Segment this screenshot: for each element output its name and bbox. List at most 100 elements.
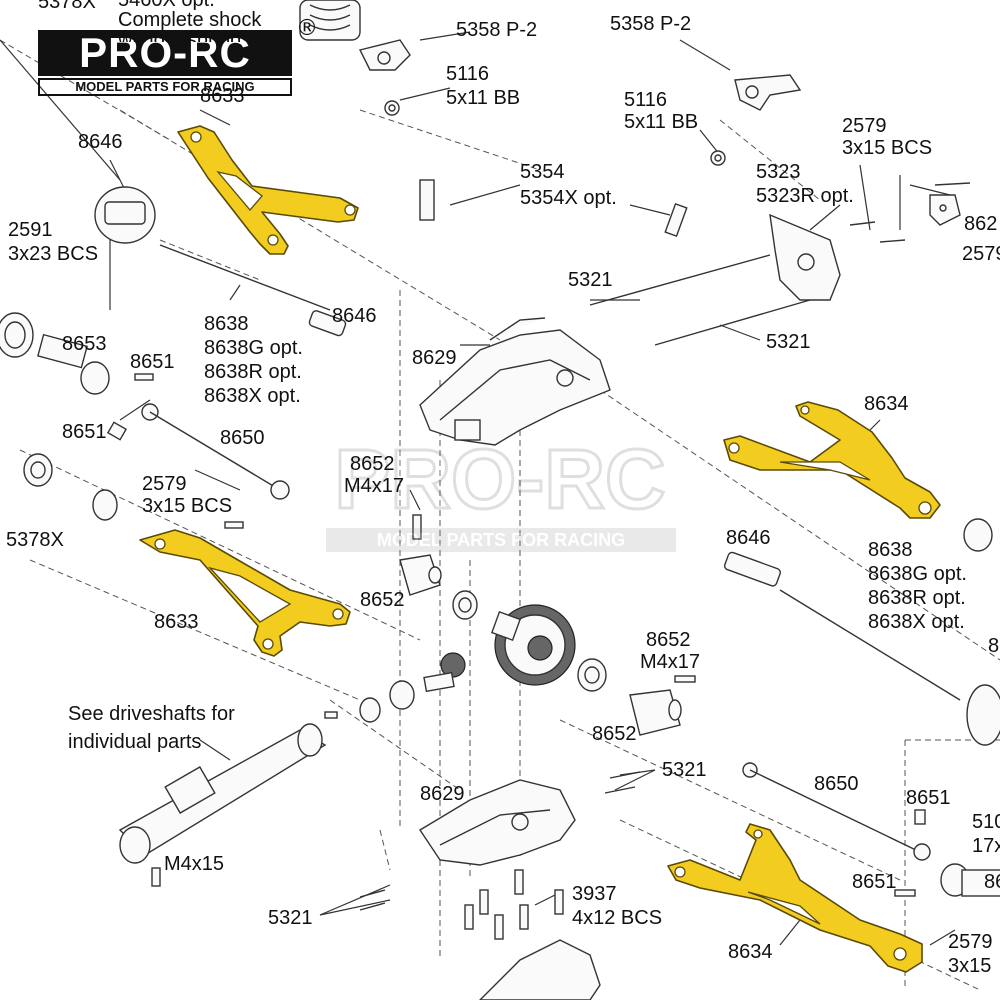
- pin-8652-a: [412, 514, 422, 540]
- label-2591: 2591: [8, 219, 53, 241]
- label-3x15-bcs-top: 3x15 BCS: [842, 137, 933, 159]
- label-3x23-bcs: 3x23 BCS: [8, 243, 99, 265]
- label-86-right: 86: [984, 871, 1000, 893]
- bearing-center-a: [452, 590, 478, 620]
- clip-right-top: [963, 518, 993, 552]
- label-complete-shock: Complete shock: [118, 9, 262, 31]
- label-8638-b: 8638: [868, 539, 913, 561]
- label-leader-lines: [0, 31, 956, 946]
- label-5323r-opt: 5323R opt.: [756, 185, 854, 207]
- label-8652-b: 8652: [360, 589, 405, 611]
- pinion-gear: [359, 652, 466, 723]
- screws-3937: [464, 869, 564, 940]
- bearing-5116-a: [384, 100, 400, 116]
- watermark-subtitle: MODEL PARTS FOR RACING: [326, 528, 676, 552]
- hinge-pins-5321: [589, 254, 811, 346]
- label-without-springs: without springs: [118, 29, 252, 42]
- label-3937: 3937: [572, 883, 617, 905]
- label-5378x-mid: 5378X: [6, 529, 64, 551]
- label-2579-mid: 2579: [142, 473, 187, 495]
- label-m4x17-a: M4x17: [344, 475, 405, 497]
- label-8653: 8653: [62, 333, 107, 355]
- label-5378x-top: 5378X: [38, 0, 96, 13]
- label-8629-a: 8629: [412, 347, 457, 369]
- suspension-arm-upper-left: [177, 125, 359, 255]
- label-5358-p2-b: 5358 P-2: [610, 13, 692, 35]
- label-8629-b: 8629: [420, 783, 465, 805]
- label-8651-a: 8651: [130, 351, 175, 373]
- stub-axle-8653: [0, 312, 154, 441]
- label-8-right: 8: [988, 635, 1000, 657]
- label-8651-b: 8651: [62, 421, 107, 443]
- suspension-arm-upper-right: [723, 401, 941, 519]
- label-8651-d: 8651: [852, 871, 897, 893]
- label-8638r-opt-b: 8638R opt.: [868, 587, 966, 609]
- label-8638: 8638: [204, 313, 249, 335]
- bulkhead-5323: [769, 182, 971, 301]
- outdrive-8652-c: [629, 675, 696, 736]
- label-8634-a: 8634: [864, 393, 909, 415]
- label-8638g-opt-b: 8638G opt.: [868, 563, 967, 585]
- label-8651-c: 8651: [906, 787, 951, 809]
- label-m4x17-b: M4x17: [640, 651, 701, 673]
- label-3x15-bot: 3x15: [948, 955, 992, 977]
- watermark-title: PRO-RC: [333, 432, 667, 526]
- label-5354x-opt: 5354X opt.: [520, 187, 617, 209]
- outdrive-8652-b: [399, 554, 442, 596]
- label-17x-right: 17x: [972, 835, 1000, 857]
- label-5354: 5354: [520, 161, 565, 183]
- label-5116-b: 5116: [624, 89, 668, 111]
- gearbox-8629-top: [419, 317, 611, 446]
- label-5321-d: 5321: [268, 907, 313, 929]
- shock-assembly: [299, 0, 361, 41]
- label-8652-a: 8652: [350, 453, 395, 475]
- cv-driveshaft-8646-b: [723, 551, 1000, 746]
- label-3x15-bcs-mid: 3x15 BCS: [142, 495, 233, 517]
- label-510-right: 510: [972, 811, 1000, 833]
- watermark: PRO-RC MODEL PARTS FOR RACING: [290, 432, 710, 556]
- label-5x11-bb-a: 5x11 BB: [446, 87, 521, 109]
- stub-axle-right: [894, 863, 1000, 897]
- logo-subtitle: MODEL PARTS FOR RACING: [38, 78, 292, 96]
- label-see-driveshafts: See driveshafts for: [68, 703, 235, 725]
- bearing-center-b: [577, 658, 607, 692]
- label-8646-c: 8646: [726, 527, 771, 549]
- pin-5354-a: [419, 179, 688, 238]
- driveshaft-8650-a: [141, 403, 290, 500]
- suspension-arm-lower-left: [139, 529, 351, 657]
- label-8638x-opt-b: 8638X opt.: [868, 611, 965, 633]
- label-m4x15: M4x15: [164, 853, 225, 875]
- suspension-arm-lower-right: [667, 823, 923, 973]
- gearbox-8629-bottom: [359, 771, 641, 911]
- label-8652-c: 8652: [646, 629, 691, 651]
- bearing-5116-b: [710, 150, 726, 166]
- label-8638r-opt: 8638R opt.: [204, 361, 302, 383]
- skid-plate: [479, 939, 601, 1000]
- label-2579-top: 2579: [842, 115, 887, 137]
- label-5116-a: 5116: [446, 63, 490, 85]
- cv-driveshaft-8646-a: [94, 186, 347, 337]
- label-8646-a: 8646: [78, 131, 123, 153]
- label-2579-right-partial: 2579: [962, 243, 1000, 265]
- driveshaft-8650-b: [742, 762, 931, 861]
- label-2579-bot: 2579: [948, 931, 993, 953]
- label-8650-a: 8650: [220, 427, 265, 449]
- label-862-right: 862: [964, 213, 998, 235]
- label-8650-b: 8650: [814, 773, 859, 795]
- label-5321-a: 5321: [568, 269, 613, 291]
- label-8652-d: 8652: [592, 723, 637, 745]
- rod-end-5358-a: [358, 39, 411, 71]
- registered-mark: ®: [296, 16, 318, 41]
- label-8638g-opt: 8638G opt.: [204, 337, 303, 359]
- label-individual-parts: individual parts: [68, 731, 202, 753]
- label-4x12-bcs: 4x12 BCS: [572, 907, 663, 929]
- label-5321-c: 5321: [662, 759, 707, 781]
- logo-title: PRO-RC: [38, 30, 292, 76]
- label-8646-b: 8646: [332, 305, 377, 327]
- clip-5378x-mid: [23, 453, 244, 529]
- label-8638x-opt: 8638X opt.: [204, 385, 301, 407]
- label-8633-top: 8633: [200, 85, 245, 107]
- brand-logo: PRO-RC MODEL PARTS FOR RACING ®: [38, 16, 318, 98]
